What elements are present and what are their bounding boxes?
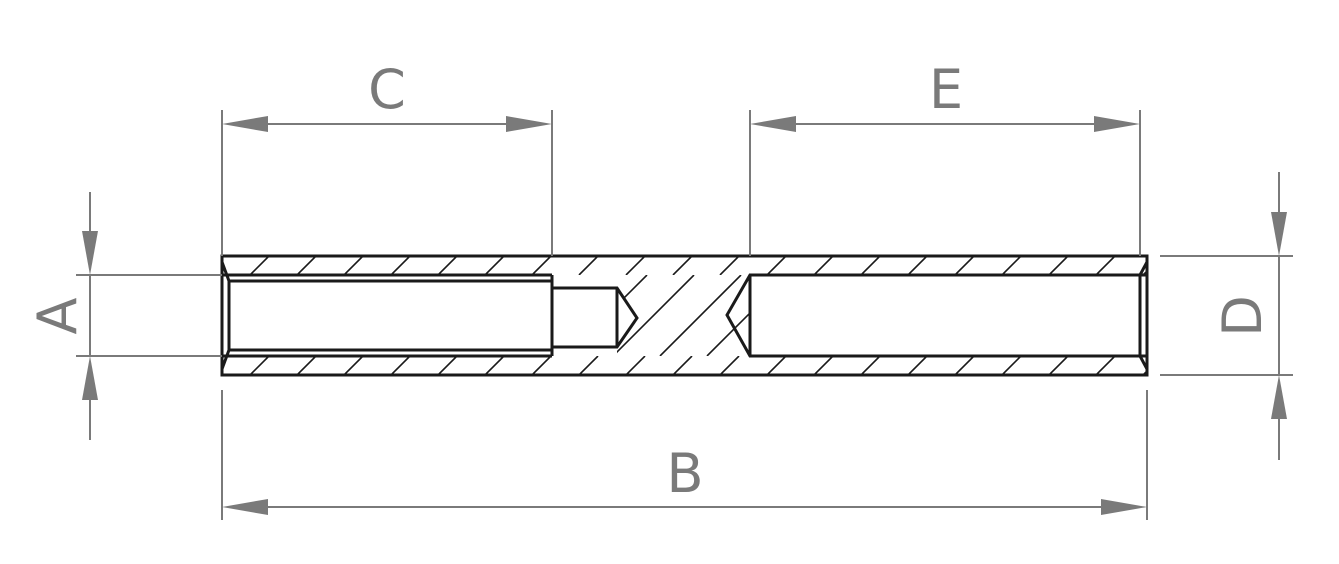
hatch-line [813,356,834,375]
hatch-line [296,256,317,275]
hatch-line [1190,356,1209,375]
right-chamfer-bottom [1138,355,1149,370]
label-e: E [929,58,963,121]
hatch-line [813,256,834,275]
hatch-line [954,256,975,275]
arrow-d-bottom [1271,375,1287,419]
hatch-line [1190,256,1209,275]
hatch-line [343,256,364,275]
dimension-a: A [26,192,222,440]
hatch-line [296,356,317,375]
hatch-line [531,356,552,375]
hatch-line [484,356,505,375]
hatch-line [1001,356,1022,375]
hatch-line [390,256,411,275]
arrow-d-top [1271,212,1287,256]
hatch-line [578,356,599,375]
hatch-line [1048,356,1069,375]
hatch-line [719,256,740,275]
left-chamfer-top [220,261,231,282]
body-outline [220,254,1149,377]
left-drill-point [552,286,639,349]
left-chamfer-bottom [220,349,231,370]
hatch-line [954,356,975,375]
arrow-b-left [222,499,268,515]
hatch-line [222,256,223,258]
hatch-bottom-wall [156,356,1209,375]
hatch-line [907,256,928,275]
hatch-line [156,256,175,275]
arrow-c-right [506,116,552,132]
label-a: A [26,297,89,334]
hatch-line [625,356,646,375]
hatch-line [1095,256,1116,275]
hatch-top-wall [156,256,1209,275]
hatch-line [766,256,787,275]
hatch-line [907,356,928,375]
hatch-line [222,356,223,358]
dimension-d: D [1160,172,1293,460]
dimension-b: B [221,390,1148,520]
hatch-center-web [472,275,882,356]
hatch-line [719,356,740,375]
hatch-line [860,356,881,375]
left-threaded-bore [227,279,552,352]
hatch-line [249,256,270,275]
hatch-line [617,275,695,356]
arrow-e-right [1094,116,1140,132]
arrow-e-left [750,116,796,132]
label-d: D [1211,295,1274,337]
hatch-line [766,356,787,375]
hatch-line [1001,256,1022,275]
arrow-a-top [82,231,98,275]
hatch-line [672,256,693,275]
part-outline [220,254,1149,377]
hatch-line [706,275,750,356]
hatch-line [625,256,646,275]
hatch-line [437,256,458,275]
hatch-line [472,275,553,356]
hatch-line [1048,256,1069,275]
right-chamfer-top [1138,261,1149,276]
hatch-line [801,275,882,356]
hatch-line [754,275,835,356]
hatch-line [860,256,881,275]
label-b: B [666,442,703,505]
hatch-line [531,256,552,275]
hatch-line [617,275,648,356]
hatch-line [156,356,175,375]
arrow-b-right [1101,499,1147,515]
dimension-c: C [221,58,553,256]
hatch-line [1095,356,1116,375]
label-c: C [368,58,406,121]
hatch-line [343,356,364,375]
arrow-a-bottom [82,356,98,400]
hatch-line [390,356,411,375]
hatch-line [578,256,599,275]
hatch-line [484,256,505,275]
dimension-e: E [749,58,1141,256]
hatch-line [672,356,693,375]
hatch-line [659,275,742,356]
right-bore [725,273,1147,358]
hatch-line [249,356,270,375]
arrow-c-left [222,116,268,132]
hatch-line [437,356,458,375]
